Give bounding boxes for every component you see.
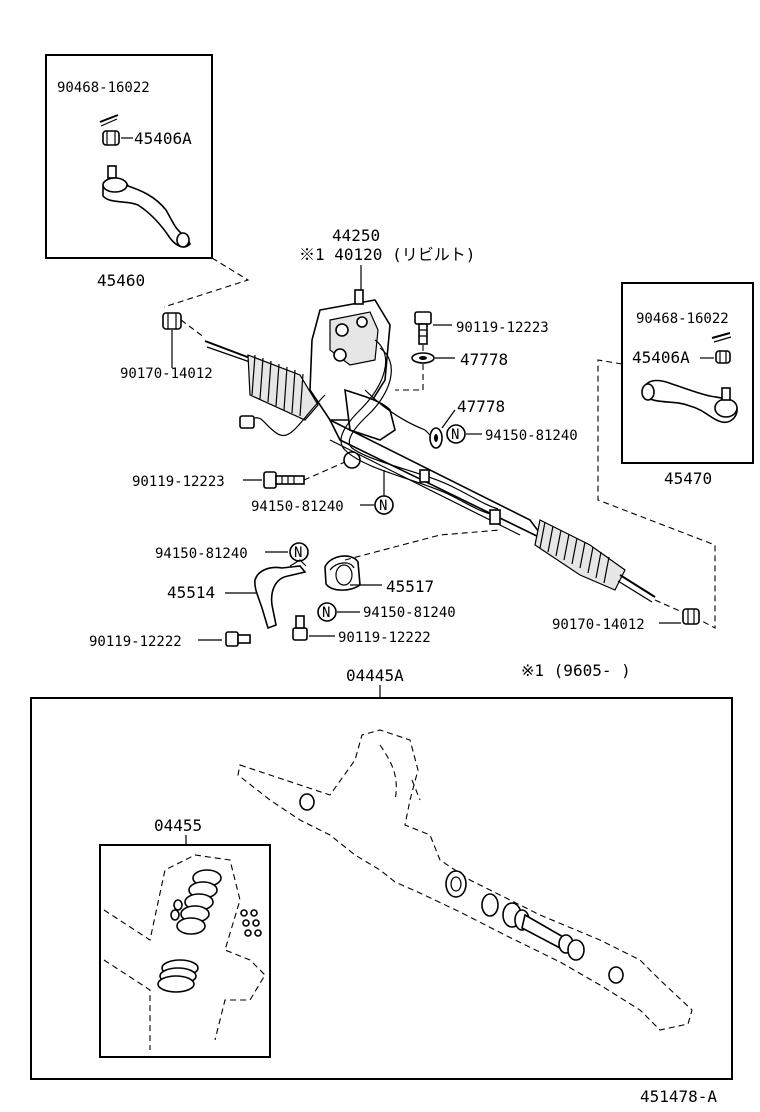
- n-marker-1: N: [446, 424, 466, 444]
- label-94150-81240-4: 94150-81240: [363, 605, 456, 621]
- label-90119-12223-upper: 90119-12223: [456, 320, 549, 336]
- label-40120-rebuilt: ※1 40120 (リビルト): [299, 245, 475, 264]
- nut-90170-14012-left: [162, 312, 182, 330]
- nut-90170-14012-right: [682, 608, 700, 625]
- label-45517: 45517: [386, 577, 434, 596]
- inset-box-left: [45, 54, 213, 259]
- kit-box-04445A: [30, 697, 733, 1080]
- boot-bellows-left: [247, 354, 319, 421]
- diagram-reference-number: 451478-A: [640, 1087, 717, 1106]
- label-04455: 04455: [154, 816, 202, 835]
- label-90468-16022-right: 90468-16022: [636, 311, 729, 327]
- cotter-pin-left: [99, 114, 119, 123]
- label-44250: 44250: [332, 226, 380, 245]
- spring-coil: [176, 869, 222, 935]
- kit-box-04455: [99, 844, 271, 1058]
- label-94150-81240-3: 94150-81240: [155, 546, 248, 562]
- label-45470: 45470: [664, 469, 712, 488]
- n-marker-2: N: [374, 495, 394, 515]
- label-04445A: 04445A: [346, 666, 404, 685]
- inset-tie-rod-end-left: 90468-16022 45406A 45460: [45, 54, 250, 308]
- washer-47778-upper: [411, 352, 435, 364]
- n-marker-4: N: [317, 602, 337, 622]
- label-90468-16022-left: 90468-16022: [57, 80, 150, 96]
- label-90119-12222-left: 90119-12222: [89, 634, 182, 650]
- bolt-90119-12223-upper: [414, 311, 432, 345]
- svg-text:N: N: [451, 427, 459, 443]
- svg-text:N: N: [294, 545, 302, 561]
- cotter-pin-right: [711, 332, 731, 339]
- kit-04455-parts: [103, 854, 266, 1050]
- dash-link-right-end: [597, 359, 716, 629]
- tie-rod-end-right-part: [641, 379, 738, 424]
- label-94150-81240-2: 94150-81240: [251, 499, 344, 515]
- kit-seals: [445, 870, 585, 961]
- seal-stack: [157, 959, 199, 993]
- svg-text:N: N: [379, 498, 387, 514]
- label-94150-81240-1: 94150-81240: [485, 428, 578, 444]
- pressure-line-1: [340, 339, 496, 516]
- bolt-90119-12223-lower: [263, 471, 305, 489]
- dash-link-left-end: [163, 257, 250, 308]
- label-47778-upper: 47778: [460, 350, 508, 369]
- wire-harness: [254, 394, 326, 437]
- inner-tie-rod-right: [619, 574, 656, 598]
- castle-nut-right: [715, 350, 731, 364]
- label-45406A-right: 45406A: [632, 348, 690, 367]
- label-90119-12222-right: 90119-12222: [338, 630, 431, 646]
- line-fitting-right: [489, 509, 501, 525]
- mount-bushing-left: [343, 451, 361, 469]
- label-45514: 45514: [167, 583, 215, 602]
- small-orings: [240, 909, 262, 937]
- label-47778-lower: 47778: [457, 397, 505, 416]
- pressure-line-2: [348, 347, 499, 510]
- kit-rack-outline: [237, 729, 693, 1031]
- bolt-90119-12222-left: [225, 631, 251, 647]
- steering-rack-assembly: [204, 289, 656, 603]
- washer-47778-lower: [429, 427, 443, 449]
- label-45460: 45460: [97, 271, 145, 290]
- inner-tie-rod-left: [204, 340, 251, 359]
- valve-housing: [309, 289, 396, 469]
- label-90170-14012-left: 90170-14012: [120, 366, 213, 382]
- label-45406A-left: 45406A: [134, 129, 192, 148]
- svg-text:N: N: [322, 605, 330, 621]
- inset-box-right: [621, 282, 754, 464]
- label-90170-14012-right: 90170-14012: [552, 617, 645, 633]
- bracket-45514: [254, 559, 307, 630]
- castle-nut-left: [102, 130, 120, 146]
- tie-rod-end-left-part: [102, 165, 191, 248]
- inset-tie-rod-end-right: 90468-16022 45406A 45470: [597, 282, 754, 629]
- boot-bellows-right: [534, 519, 626, 591]
- n-marker-3: N: [289, 542, 309, 562]
- bolt-90119-12222-right: [292, 615, 308, 641]
- note-9605: ※1 (9605- ): [521, 661, 631, 680]
- label-90119-12223-lower: 90119-12223: [132, 474, 225, 490]
